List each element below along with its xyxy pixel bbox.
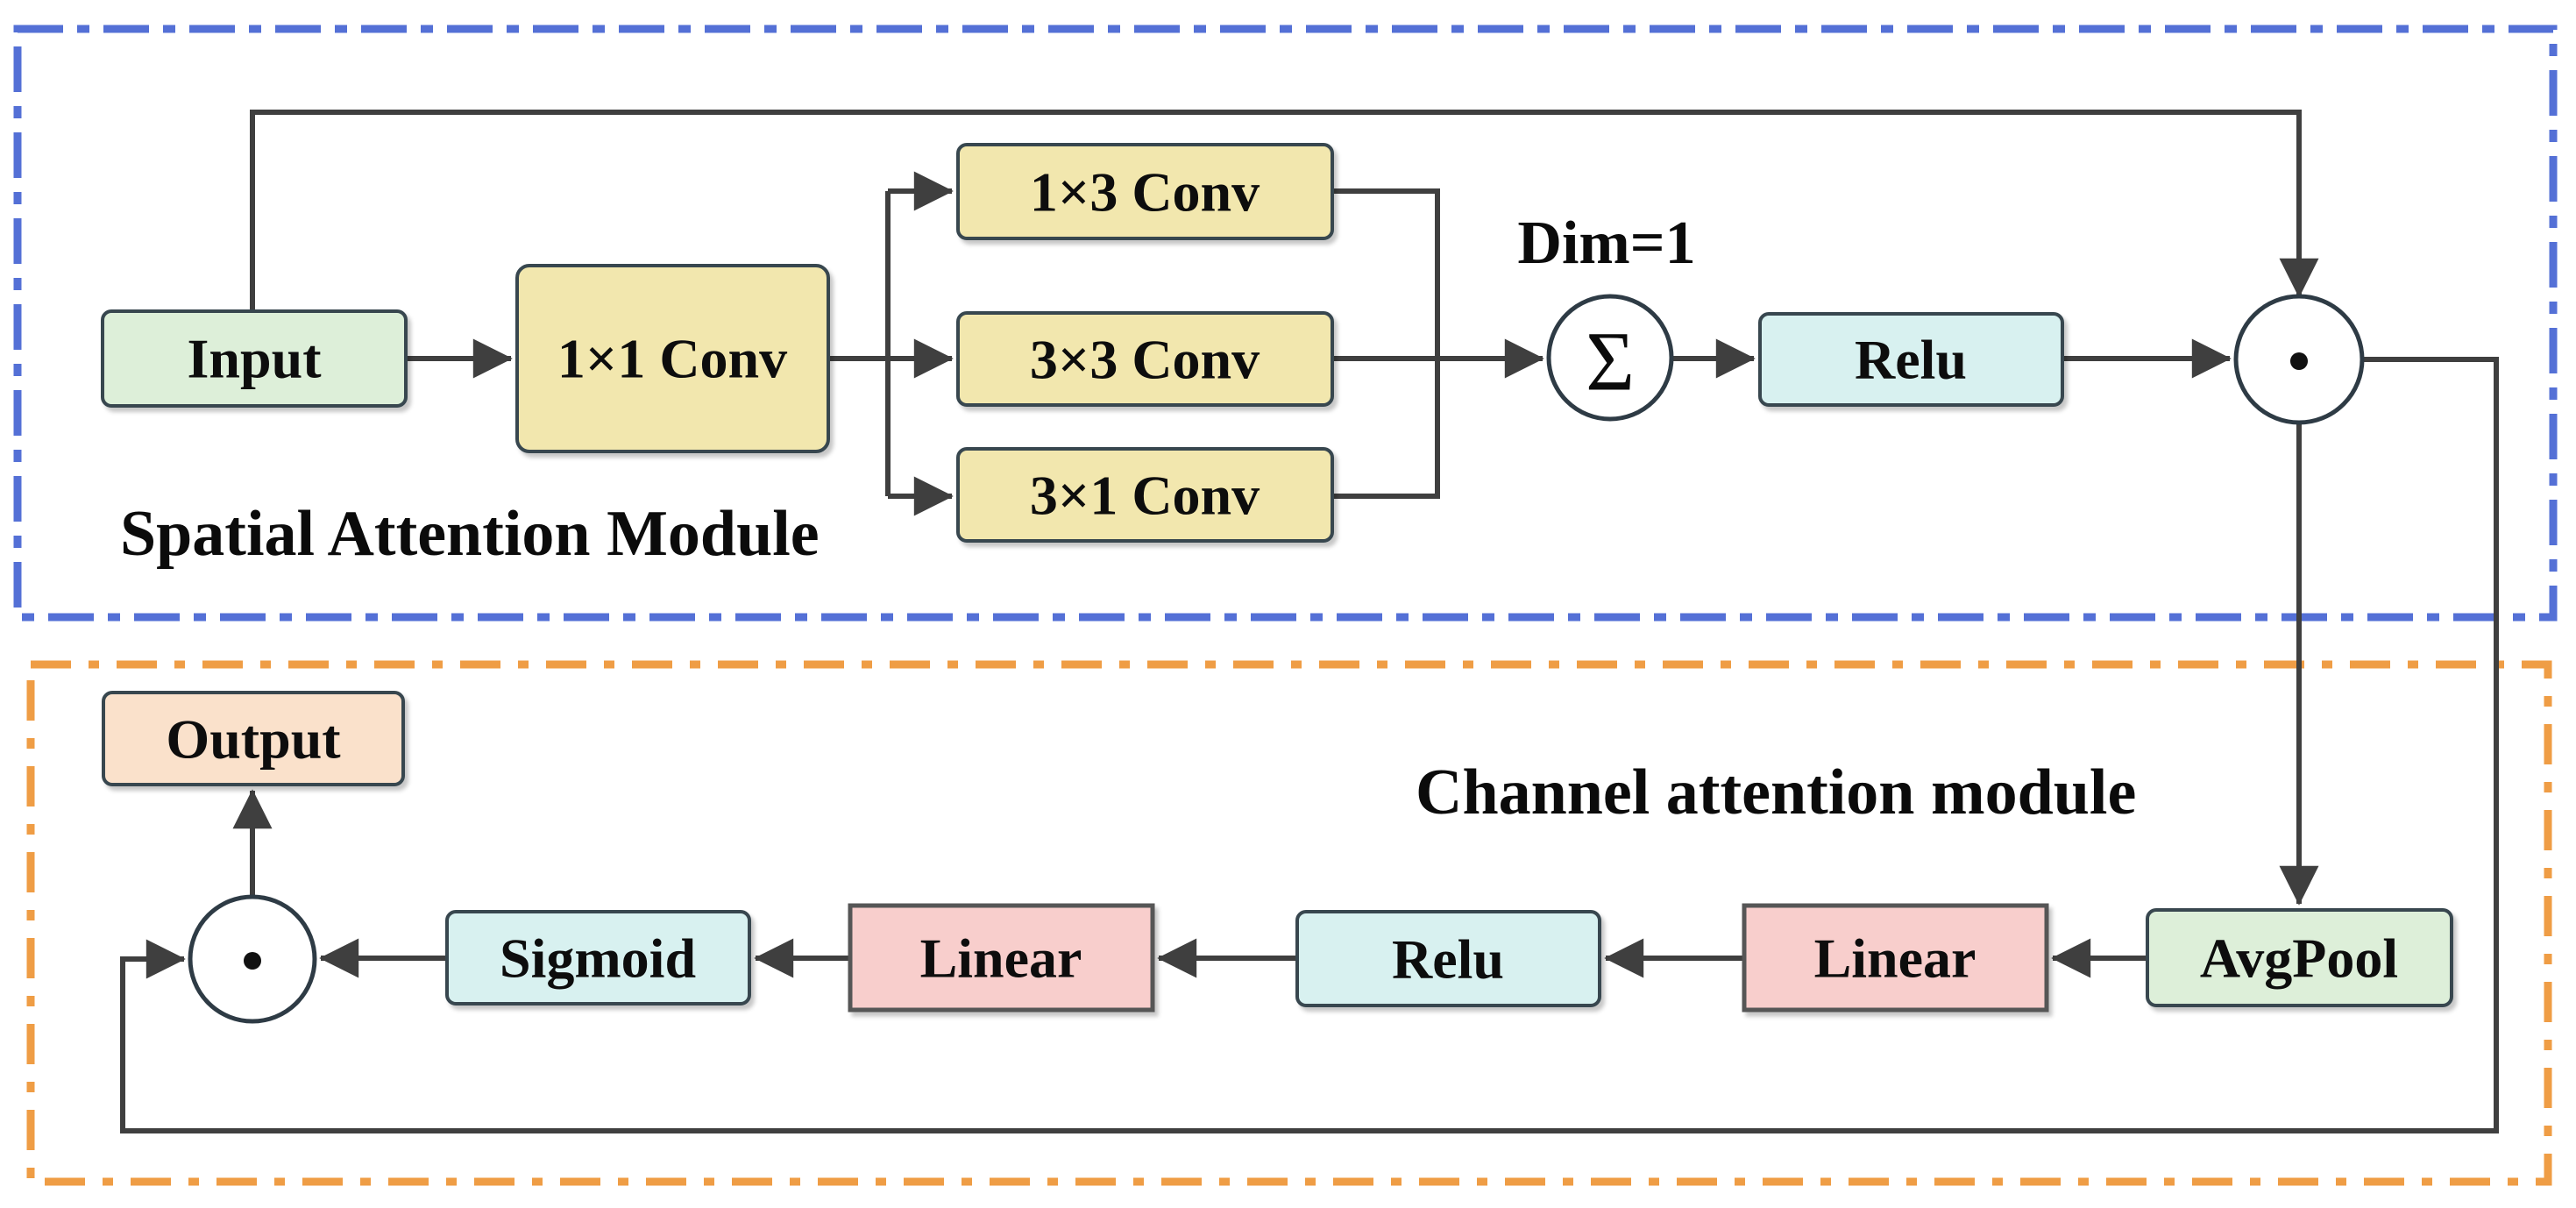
input-label: Input <box>188 328 323 390</box>
output-box <box>102 691 405 786</box>
channel-module-title: Channel attention module <box>1416 757 2136 828</box>
sum-node: Σ <box>1546 294 1674 422</box>
multiply-node-top <box>2233 294 2365 425</box>
avgpool-label: AvgPool <box>2200 927 2398 990</box>
conv1x3-label: 1×3 Conv <box>1030 161 1260 224</box>
linear-right-label: Linear <box>1814 927 1976 990</box>
node-conv1x3: 1×3 Conv <box>956 143 1334 240</box>
dim-annotation: Dim=1 <box>1517 210 1695 277</box>
linear-left-label: Linear <box>920 927 1082 990</box>
conv3x3-box <box>956 311 1334 407</box>
node-conv1x1: 1×1 Conv <box>515 264 830 453</box>
relu-spatial-box <box>1758 312 2064 407</box>
multiply-node-bottom <box>188 894 317 1024</box>
sum-operator-icon: Σ <box>1586 315 1635 409</box>
node-avgpool: AvgPool <box>2146 908 2453 1007</box>
node-input: Input <box>101 309 408 408</box>
conv3x3-label: 3×3 Conv <box>1030 329 1260 391</box>
node-output: Output <box>102 691 405 786</box>
multiply-top-dot-icon <box>2290 352 2308 370</box>
linear-right-box <box>1742 903 2049 1013</box>
spatial-module-boundary <box>13 25 2558 622</box>
node-sigmoid: Sigmoid <box>445 910 751 1005</box>
conv1x1-label: 1×1 Conv <box>557 328 787 390</box>
sum-circle <box>1546 294 1674 422</box>
multiply-bottom-dot-icon <box>244 952 261 970</box>
channel-module-boundary <box>26 660 2552 1186</box>
node-linear-right: Linear <box>1742 903 2049 1013</box>
node-conv3x1: 3×1 Conv <box>956 447 1334 543</box>
node-linear-left: Linear <box>848 903 1155 1013</box>
conv3x1-label: 3×1 Conv <box>1030 465 1260 527</box>
node-relu-spatial: Relu <box>1758 312 2064 407</box>
sigmoid-label: Sigmoid <box>500 927 696 990</box>
edge-multiply-loop-to-multiply2 <box>120 357 2499 1133</box>
spatial-module-title: Spatial Attention Module <box>120 498 820 570</box>
input-box <box>101 309 408 408</box>
conv1x1-box <box>515 264 830 453</box>
edge-input-skip-to-multiply <box>250 110 2319 311</box>
relu-channel-label: Relu <box>1392 928 1504 991</box>
relu-channel-box <box>1295 910 1601 1007</box>
conv3x1-box <box>956 447 1334 543</box>
node-conv3x3: 3×3 Conv <box>956 311 1334 407</box>
output-label: Output <box>166 708 341 771</box>
edge-merge-outer <box>1332 188 1440 499</box>
relu-spatial-label: Relu <box>1855 329 1967 391</box>
conv1x3-box <box>956 143 1334 240</box>
sigmoid-box <box>445 910 751 1005</box>
avgpool-box <box>2146 908 2453 1007</box>
node-relu-channel: Relu <box>1295 910 1601 1007</box>
linear-left-box <box>848 903 1155 1013</box>
